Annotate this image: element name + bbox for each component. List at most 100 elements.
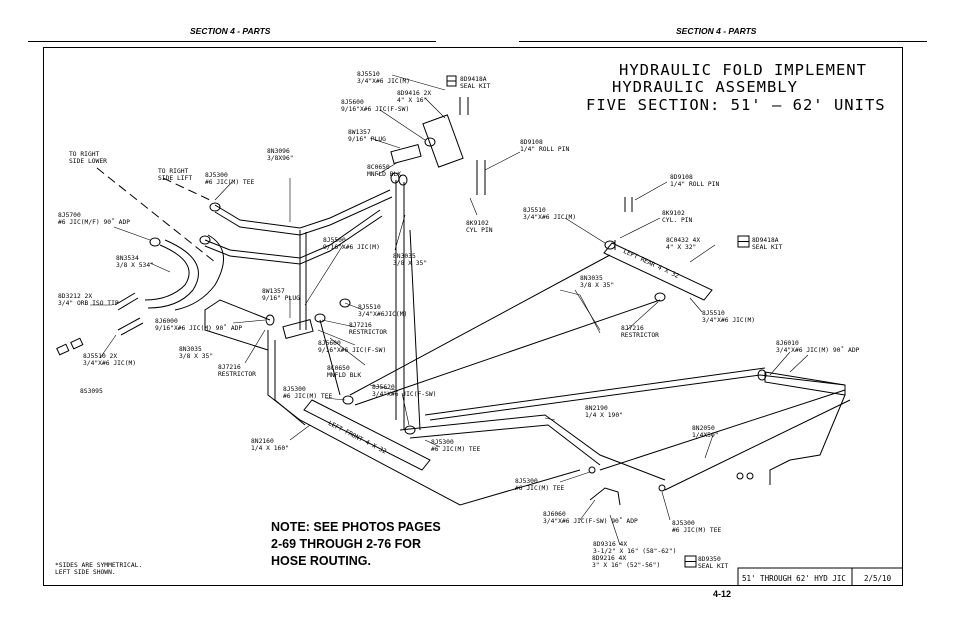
pin-ring-a [736,472,744,480]
orb-tip-a [114,292,139,311]
hose-35-right-a [349,254,611,396]
dashed-leader-lower [96,167,216,263]
hose-50-a [599,389,846,471]
fitting-90-adp-mid [265,314,275,326]
hose-right-adp [759,374,846,386]
fitting-right-restrictor [654,292,666,302]
pin-ring-b [746,472,754,480]
fitting-8s3095-a [56,343,70,356]
right-bracket [789,394,846,461]
left-rear-bar [603,242,713,301]
fitting-right-top [604,240,616,250]
right-cylinder [764,371,846,396]
label-8s3095: 8S3095 [80,388,103,395]
hose-right-long-b [424,367,766,416]
title-line-3: FIVE SECTION: 51' – 62' UNITS [586,96,886,114]
title-block-description: 51' THROUGH 62' HYD JIC [742,574,846,583]
hose-190 [399,414,666,481]
hose-96-b [214,196,393,236]
cylinder-top [422,114,464,168]
hose-534-c [174,234,224,311]
title-line-2: HYDRAULIC ASSEMBLY [612,78,798,96]
hose-right-long [429,374,761,421]
label-8j5300-e: 8J5300#6 JIC(M) TEE [672,520,722,535]
label-8j5300-d: 8J5300#6 JIC(M) TEE [515,478,565,493]
title-line-1: HYDRAULIC FOLD IMPLEMENT [619,61,867,79]
fitting-restrictor-mid [314,313,326,323]
fitting-8s3095-b [70,337,84,350]
hose-160-b [274,340,306,426]
hose-50-b [664,399,851,491]
hose-35-left [319,319,341,396]
right-bracket-b [769,459,791,485]
hose-routing-note: NOTE: SEE PHOTOS PAGES 2-69 THROUGH 2-76… [271,520,441,568]
hose-190-b [409,424,601,466]
fitting-cyl-top [424,137,436,147]
title-block-date: 2/5/10 [864,574,892,583]
header-right: SECTION 4 - PARTS [676,26,757,36]
label-8j5300-a: 8J5300#6 JIC(M) TEE [205,172,255,187]
hose-35-right-b [354,299,661,406]
header-rule-right [519,41,927,42]
drawing-frame [43,47,903,586]
title-block [737,567,903,586]
header-left: SECTION 4 - PARTS [190,26,271,36]
bottom-fitting-b [658,484,666,492]
label-8j5700: 8J5700#6 JIC(M/F) 90˚ ADP [58,212,131,227]
hose-160 [267,330,581,506]
hose-96-a [214,189,391,229]
hose-534-a [144,244,190,301]
hose-534-b [147,239,199,309]
bottom-fitting-a [588,466,596,474]
label-8j5300-b: 8J5300#6 JIC(M) TEE [283,386,333,401]
label-sides-symmetrical: *SIDES ARE SYMMETRICAL.LEFT SIDE SHOWN. [55,562,143,577]
fitting-90-adp [149,237,161,247]
fitting-jic-mid [339,298,351,308]
bottom-cylinder [589,487,621,506]
header-rule-left [28,41,436,42]
fitting-tee-bottom-center [404,425,416,435]
fitting-tee-lower [199,235,211,245]
page-number: 4-12 [713,589,732,599]
hose-left-loop [204,299,271,351]
manifold-block-top [390,143,422,165]
left-front-bar [303,399,431,471]
